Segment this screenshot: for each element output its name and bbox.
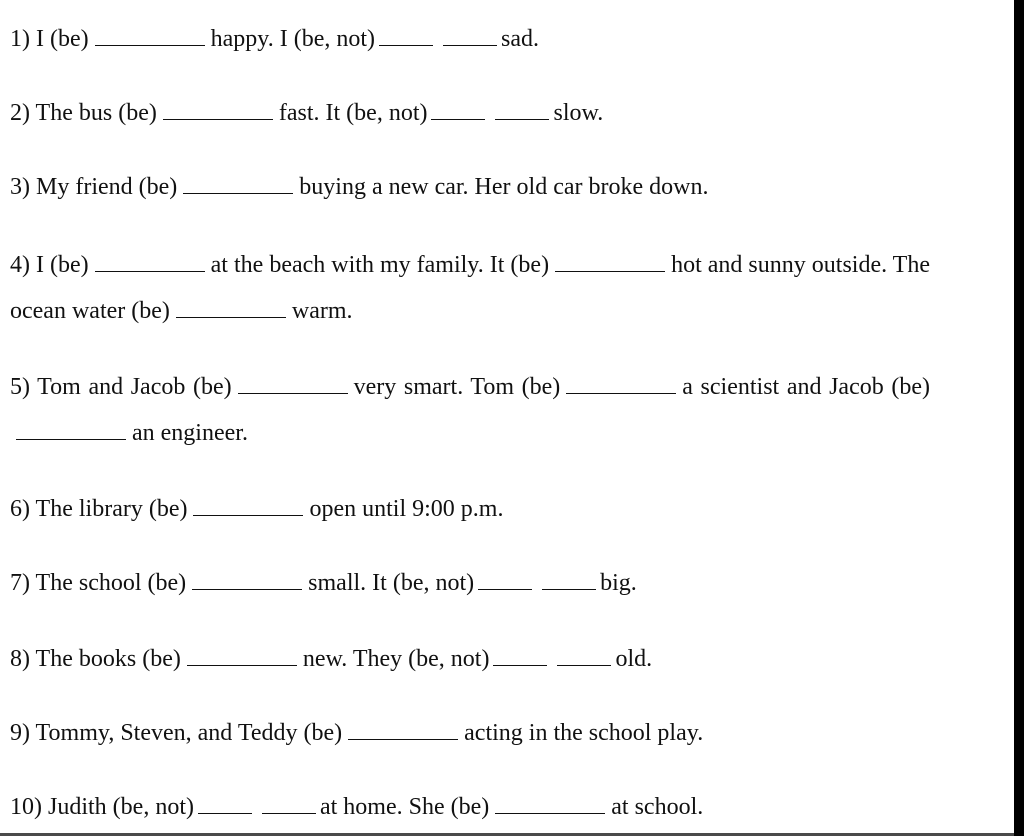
question-2: 2) The bus (be) fast. It (be, not) slow. — [10, 90, 930, 136]
answer-blank[interactable] — [443, 27, 498, 46]
question-text: an engineer. — [132, 420, 248, 446]
question-text: 10) Judith (be, not) — [10, 794, 194, 820]
answer-blank[interactable] — [183, 175, 294, 194]
question-text: 3) My friend (be) — [10, 174, 178, 200]
question-text: 7) The school (be) — [10, 570, 187, 596]
question-text: buying a new car. Her old car broke down… — [299, 174, 709, 200]
answer-blank[interactable] — [431, 101, 486, 120]
answer-blank[interactable] — [192, 571, 303, 590]
answer-blank[interactable] — [16, 421, 126, 440]
answer-blank[interactable] — [193, 497, 304, 516]
question-text: fast. It (be, not) — [278, 100, 428, 126]
answer-blank[interactable] — [175, 299, 286, 318]
question-text: acting in the school play. — [464, 720, 704, 746]
question-4: 4) I (be) at the beach with my family. It… — [10, 242, 930, 334]
question-text: big. — [600, 570, 637, 596]
question-text: at school. — [611, 794, 704, 820]
question-9: 9) Tommy, Steven, and Teddy (be) acting i… — [10, 710, 930, 756]
answer-blank[interactable] — [379, 27, 434, 46]
question-text: warm. — [291, 298, 353, 324]
question-text: at the beach with my family. It (be) — [210, 252, 550, 278]
question-text: at home. She (be) — [319, 794, 490, 820]
answer-blank[interactable] — [555, 253, 666, 272]
question-text: hot and sunny outside. The ocean water (… — [10, 252, 930, 324]
answer-blank[interactable] — [348, 721, 459, 740]
answer-blank[interactable] — [186, 647, 297, 666]
window-edge-bar — [1014, 0, 1024, 836]
answer-blank[interactable] — [566, 375, 677, 394]
question-10: 10) Judith (be, not) at home. She (be) at … — [10, 784, 930, 830]
answer-blank[interactable] — [478, 571, 533, 590]
question-text: old. — [615, 646, 653, 672]
question-text: 2) The bus (be) — [10, 100, 157, 126]
question-5: 5) Tom and Jacob (be) very smart. Tom (be… — [10, 364, 930, 456]
answer-blank[interactable] — [94, 27, 205, 46]
answer-blank[interactable] — [495, 101, 550, 120]
question-text: open until 9:00 p.m. — [309, 496, 504, 522]
question-text: small. It (be, not) — [308, 570, 475, 596]
answer-blank[interactable] — [495, 795, 606, 814]
question-text: 8) The books (be) — [10, 646, 181, 672]
question-6: 6) The library (be) open until 9:00 p.m. — [10, 486, 930, 532]
question-text: sad. — [501, 26, 540, 52]
question-text: very smart. Tom (be) — [353, 374, 561, 400]
answer-blank[interactable] — [197, 795, 252, 814]
question-text: 1) I (be) — [10, 26, 89, 52]
answer-blank[interactable] — [237, 375, 348, 394]
question-8: 8) The books (be) new. They (be, not) old. — [10, 636, 930, 682]
answer-blank[interactable] — [493, 647, 548, 666]
question-1: 1) I (be) happy. I (be, not) sad. — [10, 16, 930, 62]
question-text: a scientist and Jacob (be) — [682, 374, 930, 400]
question-text: 6) The library (be) — [10, 496, 188, 522]
question-text: new. They (be, not) — [302, 646, 490, 672]
question-text: happy. I (be, not) — [210, 26, 376, 52]
question-text: 4) I (be) — [10, 252, 89, 278]
answer-blank[interactable] — [557, 647, 612, 666]
answer-blank[interactable] — [542, 571, 597, 590]
question-text: 9) Tommy, Steven, and Teddy (be) — [10, 720, 343, 746]
question-text: 5) Tom and Jacob (be) — [10, 374, 232, 400]
question-3: 3) My friend (be) buying a new car. Her o… — [10, 164, 930, 210]
page-bottom-border — [0, 833, 1014, 836]
answer-blank[interactable] — [94, 253, 205, 272]
answer-blank[interactable] — [162, 101, 273, 120]
answer-blank[interactable] — [261, 795, 316, 814]
question-text: slow. — [553, 100, 604, 126]
question-7: 7) The school (be) small. It (be, not) big… — [10, 560, 930, 606]
